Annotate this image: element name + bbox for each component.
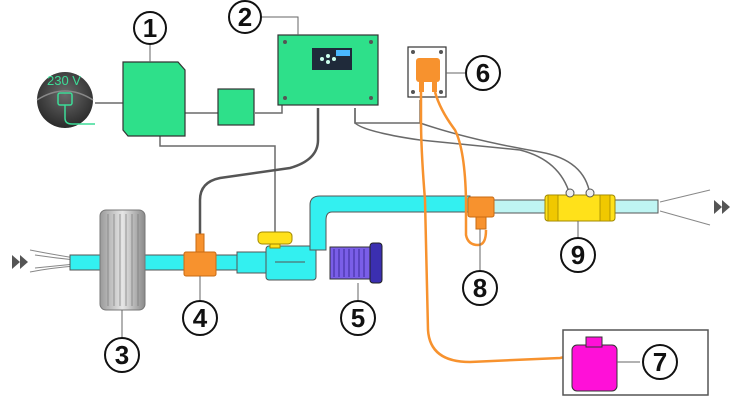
callout-4: 4 <box>182 300 218 336</box>
cable-supply-to-valve <box>159 136 276 232</box>
mains-socket-icon <box>37 72 93 128</box>
dosing-pump <box>407 46 447 98</box>
cable-controller-to-flowcell-b <box>419 122 591 196</box>
callout-6-label: 6 <box>476 58 490 88</box>
cable-controller-to-sensor <box>198 108 320 235</box>
callout-6: 6 <box>465 55 501 91</box>
callout-5: 5 <box>340 300 376 336</box>
callout-9-label: 9 <box>571 240 585 270</box>
callout-5-label: 5 <box>351 303 365 333</box>
cable-box-to-controller <box>255 103 283 114</box>
callout-9: 9 <box>560 237 596 273</box>
power-supply <box>122 61 255 137</box>
callout-2: 2 <box>228 0 262 34</box>
callout-7: 7 <box>642 344 678 380</box>
callout-3: 3 <box>104 337 140 373</box>
callout-1: 1 <box>133 11 167 45</box>
callout-1-label: 1 <box>143 13 157 43</box>
callout-8: 8 <box>462 270 498 306</box>
pump <box>329 242 383 284</box>
injection-fitting <box>467 196 495 230</box>
callout-7-label: 7 <box>653 347 667 377</box>
mains-voltage-label: 230 V <box>47 73 81 88</box>
cable-controller-to-flowcell-a <box>354 108 571 196</box>
valve-icon <box>257 231 293 249</box>
callout-4-label: 4 <box>193 303 208 333</box>
controller <box>277 34 379 106</box>
filter <box>99 209 146 311</box>
mains-outlet: 230 V <box>36 72 95 128</box>
flow-cell <box>544 188 616 222</box>
leader-lines <box>121 16 640 363</box>
callout-8-label: 8 <box>473 273 487 303</box>
junction-box <box>217 88 255 126</box>
temperature-sensor <box>183 233 217 277</box>
callout-2-label: 2 <box>238 2 252 32</box>
outflow-arrow-icon <box>714 200 730 214</box>
callout-3-label: 3 <box>115 340 129 370</box>
inflow-arrow-icon <box>12 255 28 269</box>
riser-pipe <box>309 195 471 251</box>
cables <box>95 100 591 235</box>
